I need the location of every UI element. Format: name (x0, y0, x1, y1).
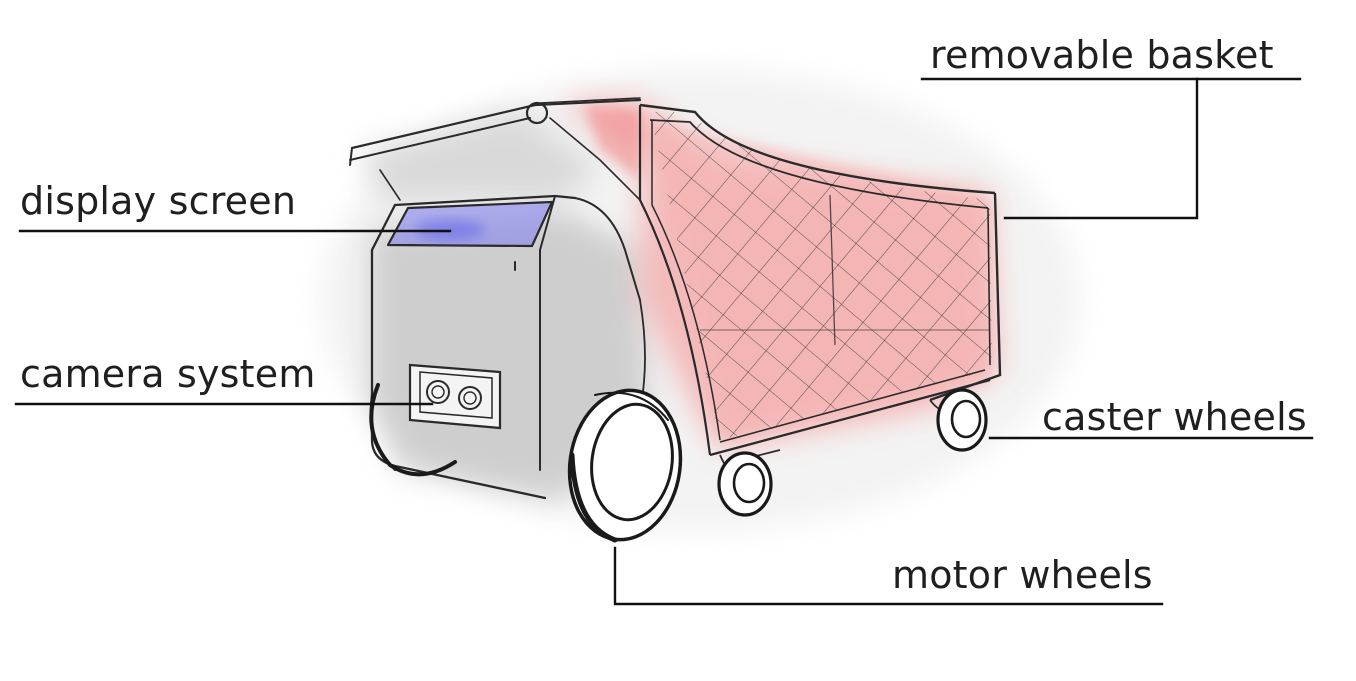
label-removable-basket: removable basket (930, 33, 1274, 77)
label-camera-system: camera system (20, 352, 316, 396)
caster-wheel-rear (936, 388, 988, 452)
label-caster-wheels: caster wheels (1042, 395, 1307, 439)
display-screen-graphic (386, 200, 554, 248)
camera-module-graphic (408, 363, 502, 430)
leader-removable-basket-drop (1003, 77, 1199, 220)
label-motor-wheels: motor wheels (892, 553, 1153, 597)
basket-graphic (638, 103, 1002, 479)
motor-wheel-graphic (567, 388, 683, 543)
leader-motor-wheels (613, 546, 1164, 606)
caster-wheel-front (717, 451, 773, 517)
label-display-screen: display screen (20, 179, 297, 223)
canopy (349, 97, 642, 201)
leader-lines (14, 77, 1314, 606)
